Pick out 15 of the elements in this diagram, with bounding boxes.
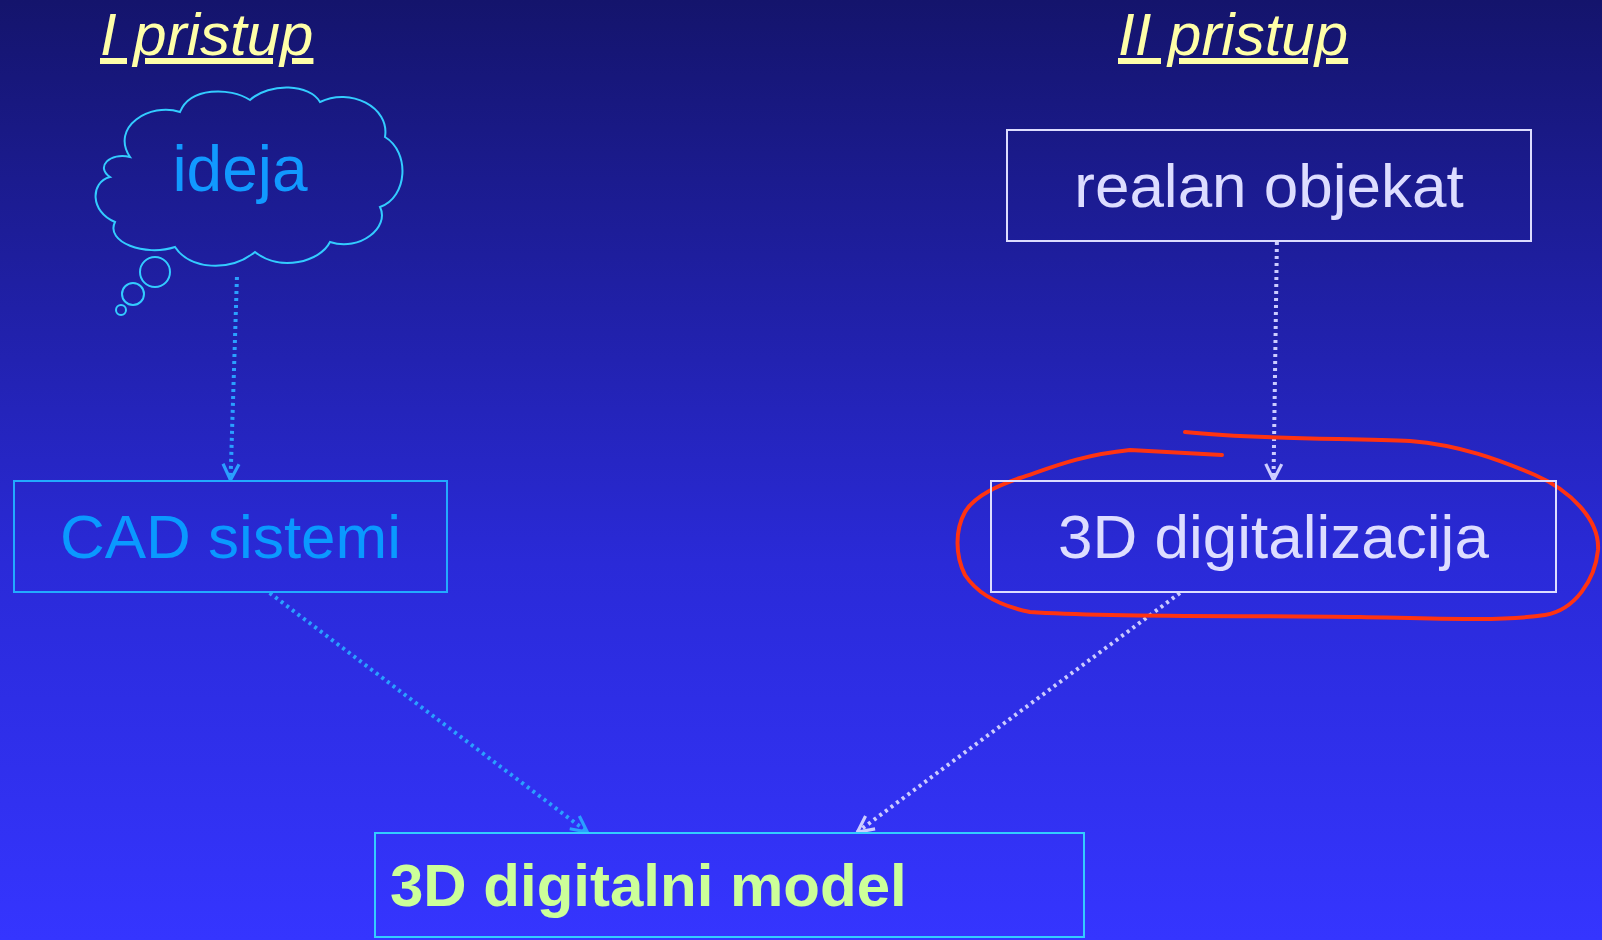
process-box	[13, 480, 448, 593]
dotted-arrow	[855, 591, 1182, 834]
node-label: realan objekat	[1074, 150, 1464, 221]
process-box	[1006, 129, 1532, 242]
node-label: ideja	[172, 132, 308, 206]
dotted-arrow	[268, 591, 589, 834]
dotted-arrow	[1264, 241, 1284, 482]
process-box	[374, 832, 1085, 938]
node-label: 3D digitalizacija	[1058, 501, 1489, 572]
dotted-arrow	[221, 276, 241, 482]
section-heading: I pristup	[100, 0, 314, 69]
node-label: 3D digitalni model	[390, 850, 907, 920]
process-box	[990, 480, 1557, 593]
section-heading: II pristup	[1118, 0, 1349, 69]
node-label: CAD sistemi	[60, 501, 401, 572]
